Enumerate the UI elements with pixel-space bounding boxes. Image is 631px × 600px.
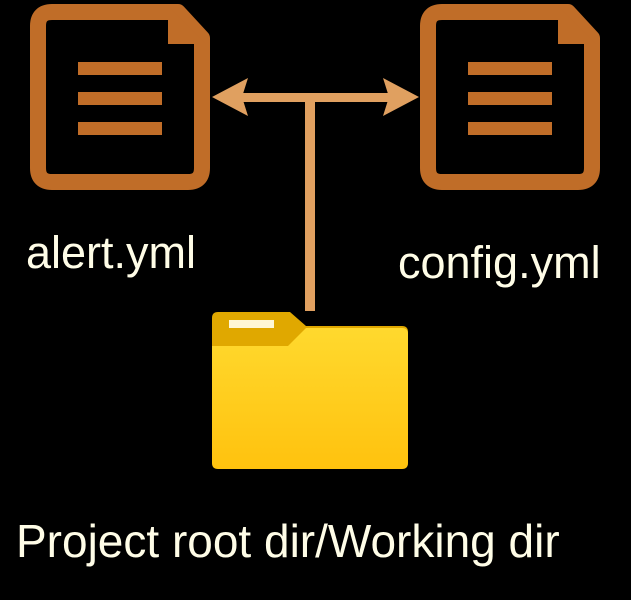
connector-arrow (212, 78, 419, 311)
config-file-document-icon (420, 4, 600, 190)
config-file-label: config.yml (398, 237, 601, 288)
alert-file-label: alert.yml (26, 227, 197, 278)
alert-file-document-icon (30, 4, 210, 190)
folder-icon (212, 312, 408, 469)
folder-label: Project root dir/Working dir (16, 515, 560, 567)
